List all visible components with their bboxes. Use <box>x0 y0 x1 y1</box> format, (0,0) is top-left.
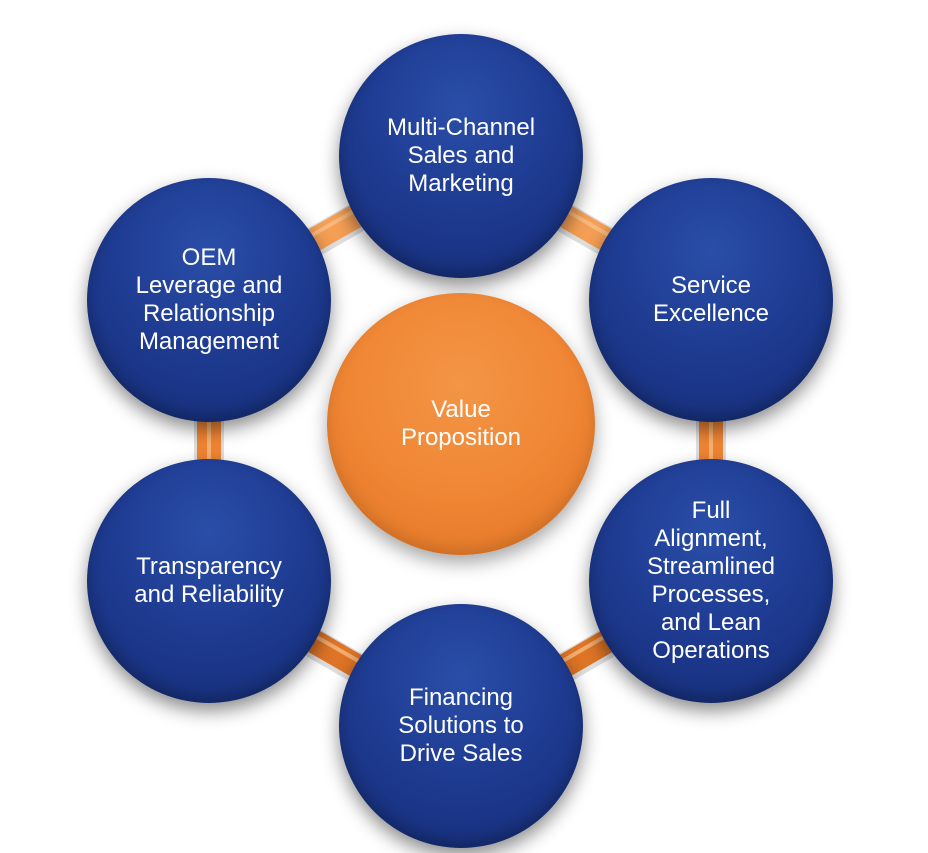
node-label: Service Excellence <box>652 272 770 327</box>
node-full-alignment: Full Alignment, Streamlined Processes, a… <box>589 459 833 703</box>
node-label: Transparency and Reliability <box>134 553 284 608</box>
node-financing-solutions: Financing Solutions to Drive Sales <box>339 604 583 848</box>
node-label: Multi-Channel Sales and Marketing <box>386 114 536 197</box>
center-label: Value Proposition <box>400 396 522 451</box>
node-transparency-reliability: Transparency and Reliability <box>87 459 331 703</box>
node-label: OEM Leverage and Relationship Management <box>135 244 283 355</box>
node-oem-leverage: OEM Leverage and Relationship Management <box>87 178 331 422</box>
center-value-proposition: Value Proposition <box>327 293 595 555</box>
node-label: Full Alignment, Streamlined Processes, a… <box>646 497 776 664</box>
node-service-excellence: Service Excellence <box>589 178 833 422</box>
node-label: Financing Solutions to Drive Sales <box>398 684 524 767</box>
node-multi-channel-sales: Multi-Channel Sales and Marketing <box>339 34 583 278</box>
